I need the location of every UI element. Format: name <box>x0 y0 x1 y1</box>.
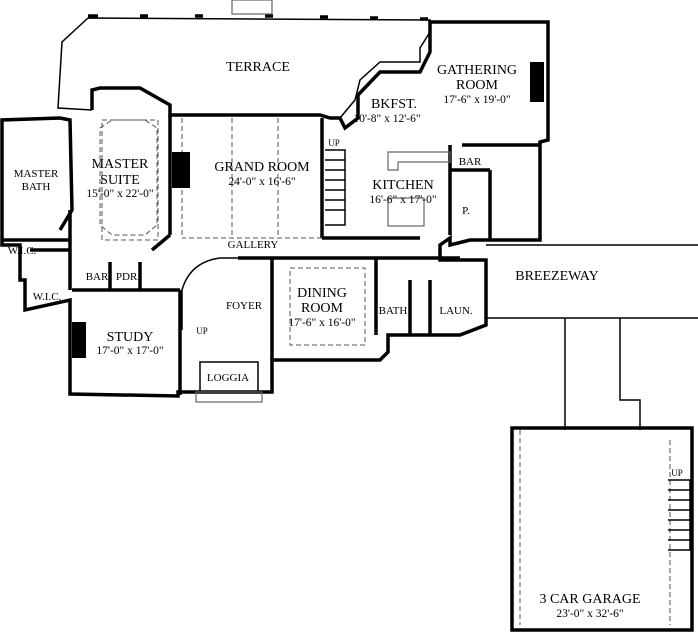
study-size: 17'-0" x 17'-0" <box>96 345 163 357</box>
gathering-room-label-2: ROOM <box>456 78 499 93</box>
terrace-label: TERRACE <box>226 60 290 75</box>
breezeway-outline <box>486 244 698 430</box>
garage-label: 3 CAR GARAGE <box>539 592 640 607</box>
terrace-steps <box>231 0 273 15</box>
gathering-room-size: 17'-6" x 19'-0" <box>443 94 510 106</box>
dining-room-label: DINING <box>297 286 347 301</box>
master-suite-label: MASTER <box>92 157 149 172</box>
loggia-steps <box>195 391 263 403</box>
interior-walls <box>2 115 540 395</box>
master-suite-label-2: SUITE <box>100 173 140 188</box>
bkfst-size: 10'-8" x 12'-6" <box>353 113 420 125</box>
gallery-label: GALLERY <box>228 239 279 251</box>
master-bath-label: MASTER <box>14 168 59 180</box>
kitchen-bar-label: BAR <box>459 156 482 168</box>
wic-label-1: W.I.C. <box>8 245 37 257</box>
pdr-label: PDR. <box>116 271 140 283</box>
kitchen-counter <box>387 151 451 171</box>
loggia-label: LOGGIA <box>207 372 249 384</box>
foyer-spiral-stair <box>181 257 238 330</box>
bath-label: BATH <box>379 305 408 317</box>
grand-stair <box>325 149 346 226</box>
grand-fireplace <box>172 152 190 188</box>
gathering-room-label: GATHERING <box>437 63 517 78</box>
dining-room-size: 17'-6" x 16'-0" <box>288 317 355 329</box>
master-bath-label-2: BATH <box>22 181 51 193</box>
study-label: STUDY <box>107 330 154 345</box>
garage-size: 23'-0" x 32'-6" <box>556 608 623 620</box>
kitchen-size: 16'-6" x 17'-0" <box>369 194 436 206</box>
kitchen-label: KITCHEN <box>372 178 433 193</box>
garage-stair <box>668 479 691 551</box>
grand-room-size: 24'-0" x 16'-6" <box>228 176 295 188</box>
grand-room-label: GRAND ROOM <box>214 160 310 175</box>
bkfst-label: BKFST. <box>371 97 417 112</box>
master-suite-tray <box>99 119 158 236</box>
exterior-wall <box>0 20 550 398</box>
foyer-stair-up-label: UP <box>196 326 208 336</box>
kitchen-island <box>387 197 425 227</box>
garage-stair-up-label: UP <box>671 468 683 478</box>
grand-stair-up-label: UP <box>328 138 340 148</box>
bar-label: BAR <box>86 271 109 283</box>
wic-label-2: W.I.C. <box>33 291 62 303</box>
garage-walls <box>510 426 694 632</box>
terrace-columns <box>88 14 428 21</box>
dining-room-label-2: ROOM <box>301 301 344 316</box>
breezeway-label: BREEZEWAY <box>515 269 598 284</box>
laundry-label: LAUN. <box>439 305 473 317</box>
foyer-label: FOYER <box>226 300 263 312</box>
pantry-label: P. <box>462 205 470 217</box>
gathering-fireplace <box>530 62 544 102</box>
study-fireplace <box>72 322 86 358</box>
master-suite-size: 15'-0" x 22'-0" <box>86 188 153 200</box>
